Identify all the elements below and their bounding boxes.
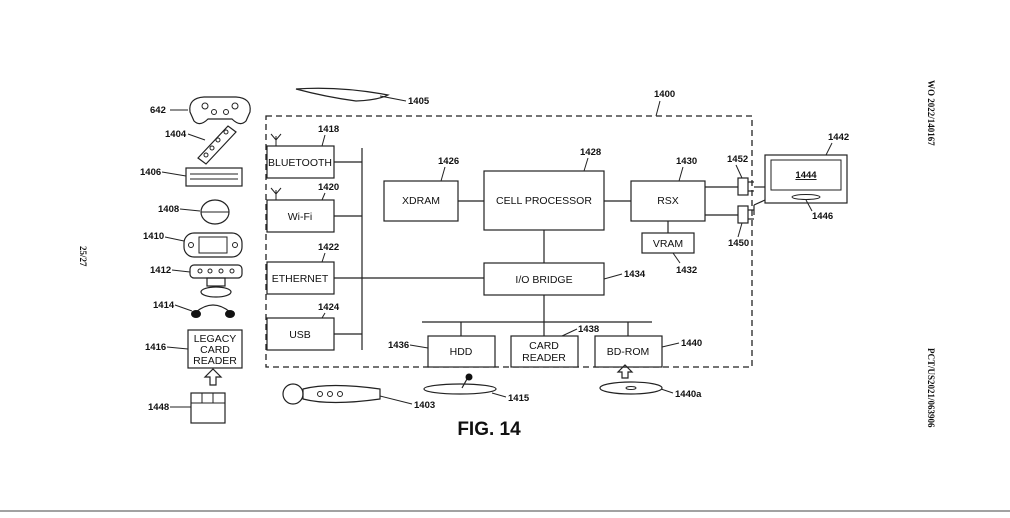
cell-processor-block: CELL PROCESSOR: [483, 170, 605, 231]
page-number: 25/27: [78, 246, 88, 267]
ref-1404: 1404: [165, 129, 187, 140]
ref-1430: 1430: [676, 156, 697, 167]
figure-label: FIG. 14: [457, 419, 521, 440]
ref-1428: 1428: [580, 147, 601, 158]
antenna-icon: [270, 133, 282, 146]
ref-1436: 1436: [388, 340, 409, 351]
ref-1426: 1426: [438, 156, 459, 167]
wifi-block: Wi-Fi: [266, 187, 335, 233]
camera-icon: [189, 264, 243, 298]
bluetooth-block: BLUETOOTH: [266, 133, 335, 179]
ref-1434: 1434: [624, 269, 646, 280]
ref-1452: 1452: [727, 154, 748, 165]
system-unit-boundary: [265, 115, 753, 368]
camera-marker-icon: [423, 373, 497, 395]
headset-icon: [191, 304, 235, 318]
svg-text:I/O BRIDGE: I/O BRIDGE: [515, 274, 572, 286]
vram-block: VRAM: [641, 232, 695, 254]
up-arrow-icon: [203, 368, 223, 386]
wristband-accessory-icon: [295, 87, 390, 102]
ref-1440a: 1440a: [675, 389, 702, 400]
ref-1415: 1415: [508, 393, 530, 404]
svg-text:ETHERNET: ETHERNET: [272, 273, 329, 285]
remote-control-icon: [197, 125, 237, 165]
svg-text:CARD: CARD: [529, 340, 559, 352]
ref-1412: 1412: [150, 265, 171, 276]
mouse-icon: [200, 199, 230, 225]
optical-disc-icon: [599, 364, 663, 395]
svg-text:XDRAM: XDRAM: [402, 195, 440, 207]
ref-1432: 1432: [676, 265, 697, 276]
display-monitor-icon: 1444: [764, 154, 848, 204]
ref-1406: 1406: [140, 167, 161, 178]
ref-1442: 1442: [828, 132, 849, 143]
ref-1420: 1420: [318, 182, 339, 193]
svg-text:LEGACY: LEGACY: [194, 333, 237, 345]
usb-block: USB: [266, 317, 335, 351]
ref-1400: 1400: [654, 89, 675, 100]
svg-text:CELL PROCESSOR: CELL PROCESSOR: [496, 195, 592, 207]
io-bridge-block: I/O BRIDGE: [483, 262, 605, 296]
svg-text:READER: READER: [522, 352, 566, 364]
ref-1410: 1410: [143, 231, 164, 242]
ref-1448: 1448: [148, 402, 169, 413]
application-number: PCT/US2021/063906: [926, 348, 936, 428]
svg-text:Wi-Fi: Wi-Fi: [288, 211, 313, 223]
memory-card-icon: [190, 392, 226, 424]
hdd-block: HDD: [427, 335, 496, 368]
xdram-block: XDRAM: [383, 180, 459, 222]
svg-text:VRAM: VRAM: [653, 238, 683, 250]
svg-text:HDD: HDD: [450, 346, 473, 358]
ref-642: 642: [150, 105, 166, 116]
gamepad-icon: [189, 96, 251, 125]
ref-1405: 1405: [408, 96, 430, 107]
svg-text:RSX: RSX: [657, 195, 679, 207]
ref-1440: 1440: [681, 338, 702, 349]
ref-1414: 1414: [153, 300, 175, 311]
ref-1408: 1408: [158, 204, 179, 215]
ref-1450: 1450: [728, 238, 749, 249]
output-connector-1452: [737, 177, 754, 196]
svg-text:1444: 1444: [795, 170, 817, 181]
ref-1438: 1438: [578, 324, 599, 335]
ref-1446: 1446: [812, 211, 833, 222]
antenna-icon: [270, 187, 282, 200]
ref-1418: 1418: [318, 124, 339, 135]
handheld-device-icon: [183, 232, 243, 258]
legacy-card-reader-block: LEGACY CARD READER: [187, 329, 243, 369]
motion-controller-icon: [282, 383, 381, 405]
bd-rom-block: BD-ROM: [594, 335, 663, 368]
svg-text:USB: USB: [289, 329, 311, 341]
svg-text:BD-ROM: BD-ROM: [607, 346, 650, 358]
ref-1424: 1424: [318, 302, 340, 313]
publication-number: WO 2022/140167: [926, 80, 936, 146]
ref-1422: 1422: [318, 242, 339, 253]
svg-text:READER: READER: [193, 355, 237, 367]
ref-1403: 1403: [414, 400, 435, 411]
svg-text:BLUETOOTH: BLUETOOTH: [268, 157, 332, 169]
svg-text:CARD: CARD: [200, 344, 230, 356]
output-connector-1450: [737, 205, 754, 224]
keyboard-icon: [185, 167, 243, 187]
ref-1416: 1416: [145, 342, 166, 353]
card-reader-block: CARD READER: [510, 335, 579, 368]
ethernet-block: ETHERNET: [266, 261, 335, 295]
rsx-block: RSX: [630, 180, 706, 222]
